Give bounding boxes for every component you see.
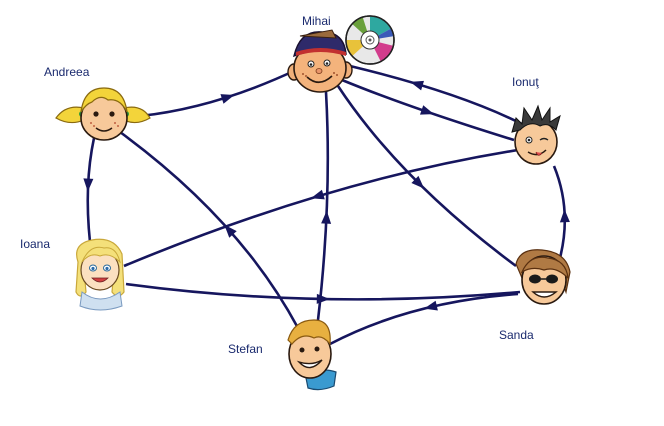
edge-ionut-to-mihai	[349, 64, 523, 126]
edge-mihai-to-ionut	[341, 78, 515, 142]
arrowhead-mihai-to-ionut	[419, 105, 434, 115]
arrowhead-stefan-to-andreea	[224, 224, 237, 238]
arrowhead-mihai-to-sanda	[411, 175, 425, 189]
arrowhead-stefan-to-mihai	[321, 210, 332, 224]
arrowhead-andreea-to-mihai	[220, 94, 235, 104]
edge-stefan-to-mihai	[316, 91, 330, 321]
node-label-sanda: Sanda	[499, 328, 534, 342]
girl-blonde-face-icon	[75, 238, 125, 311]
girl-pigtails-face-icon	[55, 87, 151, 141]
arrowhead-andreea-to-ioana	[83, 178, 94, 192]
girl-sunglasses-face-icon	[515, 249, 571, 305]
edge-andreea-to-ioana	[86, 137, 96, 243]
boy-spiky-hair-face-icon	[511, 104, 561, 165]
edges	[83, 64, 570, 346]
arrowhead-ionut-to-mihai	[410, 80, 424, 91]
arrowhead-sanda-to-stefan	[424, 300, 438, 311]
arrowhead-sanda-to-ionut	[559, 209, 570, 223]
arrowhead-ionut-to-ioana	[310, 189, 325, 200]
node-label-andreea: Andreea	[44, 65, 90, 79]
edge-sanda-to-ionut	[552, 165, 567, 259]
node-label-ioana: Ioana	[20, 237, 50, 251]
edge-sanda-to-stefan	[329, 292, 519, 346]
node-label-stefan: Stefan	[228, 342, 263, 356]
edge-mihai-to-sanda	[336, 85, 517, 268]
node-label-mihai: Mihai	[302, 14, 331, 28]
node-label-ionut: Ionuţ	[512, 75, 539, 89]
boy-cap-face-icon	[287, 29, 353, 93]
arrowhead-ioana-to-sanda	[316, 293, 330, 304]
boy-blue-shirt-face-icon	[287, 319, 337, 391]
edge-stefan-to-andreea	[119, 130, 300, 329]
cd-disc-icon	[345, 15, 395, 65]
edge-ionut-to-ioana	[123, 148, 519, 268]
edge-andreea-to-mihai	[139, 68, 297, 118]
